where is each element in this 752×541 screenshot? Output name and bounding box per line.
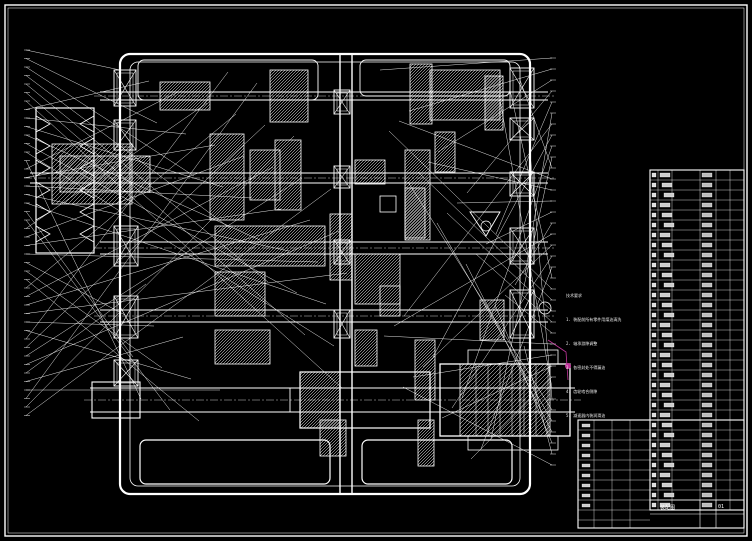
gear-4: [429, 69, 501, 121]
input-pulley: [35, 107, 95, 254]
technical-note-5: 5. 减速器内装润滑油: [566, 413, 606, 418]
parts-list-table: [649, 169, 745, 511]
bearing-6: [113, 295, 139, 339]
gear-16: [414, 339, 436, 401]
technical-note-3: 3. 各密封处不得漏油: [566, 365, 606, 370]
gear-19: [404, 187, 426, 239]
gear-12: [354, 253, 401, 305]
oil-plug: [538, 301, 552, 315]
small-block: [379, 195, 397, 213]
gear-6: [209, 133, 245, 221]
leader-lines-right: [379, 57, 556, 466]
gear-14: [214, 329, 271, 365]
bearing-2: [113, 119, 137, 151]
bearing-5: [113, 225, 139, 267]
shaft-3: [94, 241, 554, 255]
inner-border: [7, 7, 745, 534]
bearing-8: [509, 289, 535, 339]
technical-notes: 技术要求 1. 装配前所有零件用煤油清洗 2. 轴承游隙调整 3. 各密封处不得…: [566, 276, 621, 428]
gear-15: [354, 329, 378, 367]
bearing-13: [333, 309, 351, 339]
gear-21: [479, 299, 505, 341]
bearing-1: [113, 69, 137, 107]
technical-notes-title: 技术要求: [566, 293, 582, 298]
gear-2: [159, 81, 211, 111]
housing-bottom-pocket-left: [139, 439, 331, 485]
bearing-11: [333, 165, 351, 189]
bearing-10: [333, 89, 351, 115]
technical-note-1: 1. 装配前所有零件用煤油清洗: [566, 317, 622, 322]
technical-note-4: 4. 齿轮啮合侧隙: [566, 389, 598, 394]
gear-3: [409, 63, 433, 125]
bearing-3: [509, 67, 535, 109]
gear-5: [484, 75, 504, 131]
leader-lines-left: [24, 49, 348, 422]
gear-20: [354, 159, 386, 185]
cam-part: [469, 211, 501, 237]
output-shaft-assembly: [91, 339, 571, 451]
gear-22: [417, 419, 435, 467]
shaft-4: [94, 309, 554, 323]
sheet-border: [4, 4, 748, 537]
title-block-title: 装配图: [660, 505, 676, 511]
gear-13: [379, 285, 401, 317]
title-block-drawing-no: 01: [718, 504, 725, 510]
gear-1: [269, 69, 309, 123]
gear-23: [319, 419, 347, 457]
title-block: [577, 419, 745, 529]
gear-9: [329, 213, 353, 281]
technical-note-2: 2. 轴承游隙调整: [566, 341, 598, 346]
housing-bottom-pocket-right: [361, 439, 513, 485]
output-housing: [459, 363, 551, 437]
gear-17: [404, 149, 431, 241]
output-coupling: [299, 371, 341, 429]
input-clutch: [59, 155, 151, 193]
bearing-12: [333, 239, 351, 265]
cam-pin: [480, 220, 492, 232]
housing-outer-wall: [118, 52, 532, 496]
